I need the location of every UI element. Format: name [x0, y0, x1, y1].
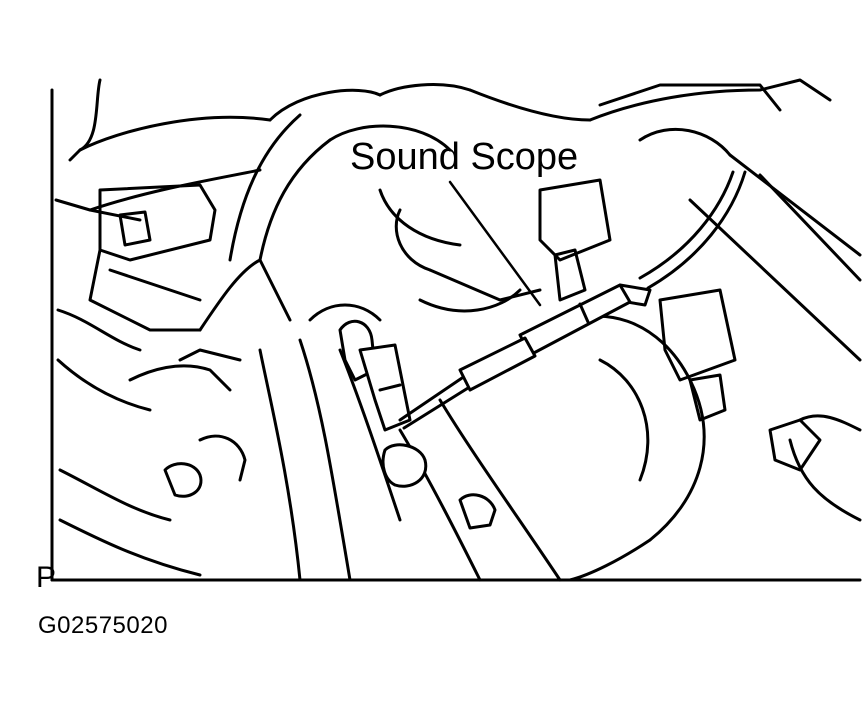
callout-leader-line — [448, 180, 542, 307]
coil-housing — [548, 314, 706, 582]
engine-block — [258, 188, 562, 582]
throttle-body — [88, 183, 242, 392]
view-indicator: P — [36, 561, 57, 594]
intake-hose — [198, 88, 452, 332]
sound-scope-probe — [398, 170, 747, 430]
engine-background-lines — [50, 78, 862, 582]
connector-right — [538, 178, 822, 472]
injector-connector — [338, 319, 428, 488]
lower-left-parts — [163, 434, 497, 530]
figure-code: G02575020 — [38, 612, 168, 639]
sound-scope-label: Sound Scope — [350, 136, 579, 178]
